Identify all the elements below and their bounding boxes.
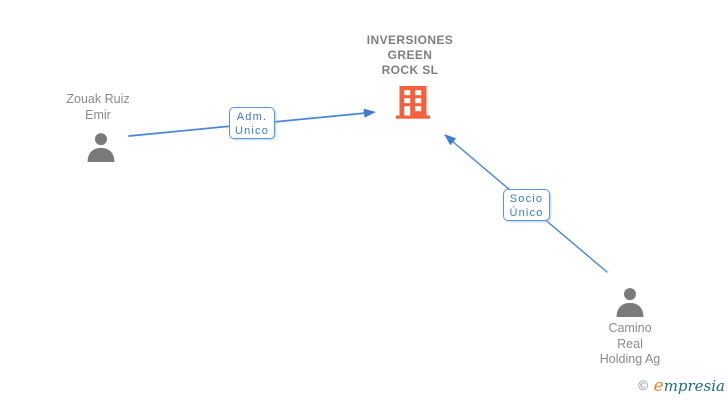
building-icon[interactable] (396, 86, 430, 119)
person-name-line: Real (617, 336, 643, 351)
person-name-line: Holding Ag (599, 352, 661, 366)
arrowhead-upleft-icon (444, 134, 457, 146)
relation-label-line: Socio (509, 193, 544, 205)
person-icon[interactable] (615, 287, 645, 317)
person-name-zouak-ruiz-emir: Zouak Ruiz Emir (38, 92, 158, 123)
company-name-line: INVERSIONES (366, 33, 454, 47)
relation-label-line: Único (509, 207, 544, 219)
relation-label-socio-unico[interactable]: Socio Único (503, 189, 550, 221)
brand-initial: e (653, 376, 664, 396)
brand-text: mpresia (663, 377, 725, 395)
relation-label-line: Unico (234, 125, 270, 137)
company-name-line: GREEN (387, 48, 433, 62)
person-name-line: Emir (85, 107, 111, 122)
relation-label-adm-unico[interactable]: Adm. Unico (229, 107, 275, 139)
person-name-camino-real-holding-ag: Camino Real Holding Ag (570, 321, 690, 368)
copyright-icon: © (636, 379, 650, 394)
relation-label-line: Adm. (236, 111, 268, 123)
arrowhead-right-icon (363, 108, 376, 118)
company-name-line: ROCK SL (381, 63, 439, 77)
person-name-line: Camino (608, 321, 652, 335)
empresia-logo[interactable]: ©empresia (637, 377, 725, 396)
person-name-line: Zouak Ruiz (66, 92, 130, 106)
person-icon[interactable] (86, 132, 116, 162)
company-name: INVERSIONES GREEN ROCK SL (330, 33, 490, 78)
